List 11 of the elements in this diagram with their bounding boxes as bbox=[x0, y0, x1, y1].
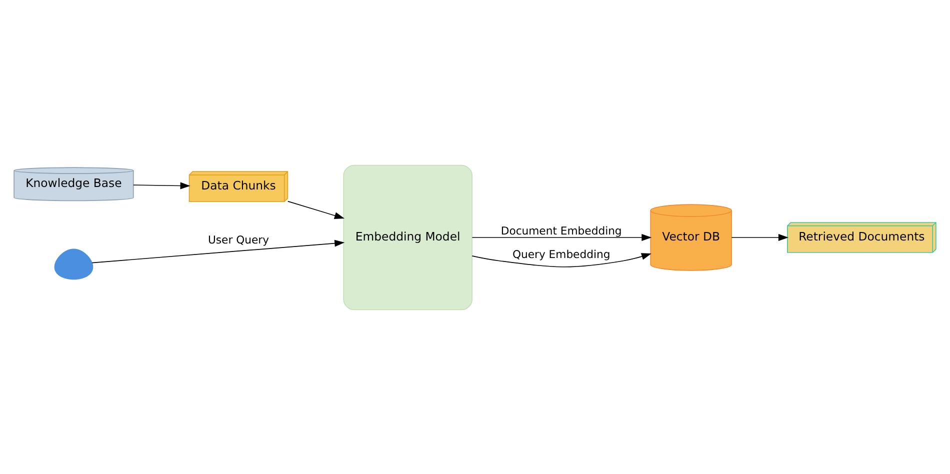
arrow bbox=[287, 200, 345, 218]
arrow bbox=[133, 182, 190, 189]
arrow bbox=[472, 234, 652, 240]
arrow bbox=[472, 252, 652, 267]
edge-label: User Query bbox=[208, 233, 270, 246]
edge-label: Document Embedding bbox=[500, 224, 622, 237]
node-box: Embedding Model bbox=[343, 164, 472, 310]
node-person bbox=[54, 248, 94, 280]
edge-label: Query Embedding bbox=[512, 247, 610, 260]
arrow bbox=[92, 239, 345, 263]
arrow bbox=[731, 234, 788, 240]
